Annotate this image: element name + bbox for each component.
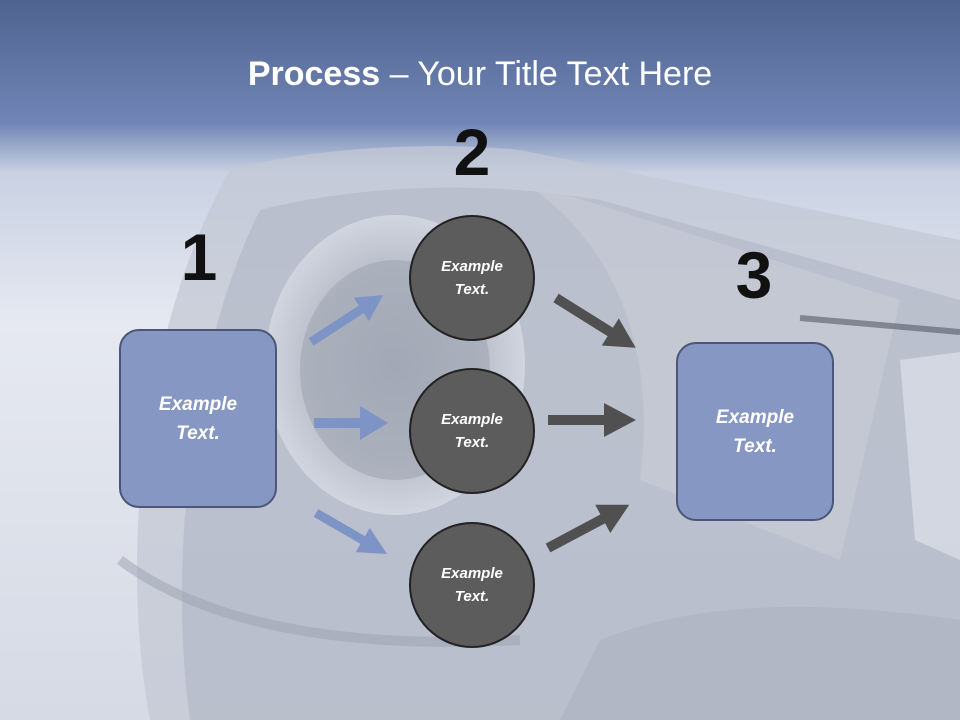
arrow-to-circle-middle: [314, 406, 388, 440]
step-3-box: Example Text.: [676, 342, 834, 521]
title-rest: – Your Title Text Here: [380, 55, 713, 93]
step-2-text-middle: Example Text.: [441, 411, 503, 451]
step-2-circle-top: Example Text.: [409, 215, 535, 341]
step-1-text: Example Text.: [158, 393, 238, 444]
step-number-3: 3: [735, 238, 773, 312]
step-2-circle-middle: Example Text.: [409, 368, 535, 494]
step-1-box: Example Text.: [119, 329, 277, 508]
page-title: Process – Your Title Text Here: [0, 52, 960, 96]
step-2-text-top: Example Text.: [441, 258, 503, 298]
step-2-circle-bottom: Example Text.: [409, 522, 535, 648]
arrow-from-circle-middle: [548, 403, 636, 437]
step-number-2: 2: [453, 115, 491, 189]
step-2-text-bottom: Example Text.: [441, 565, 503, 605]
step-3-text: Example Text.: [715, 406, 795, 457]
step-number-1: 1: [180, 220, 218, 294]
arrow-from-circle-bottom: [545, 504, 630, 553]
arrow-to-circle-bottom: [313, 509, 388, 554]
arrow-from-circle-top: [553, 293, 636, 348]
title-bold: Process: [247, 55, 381, 93]
arrow-to-circle-top: [308, 295, 384, 346]
